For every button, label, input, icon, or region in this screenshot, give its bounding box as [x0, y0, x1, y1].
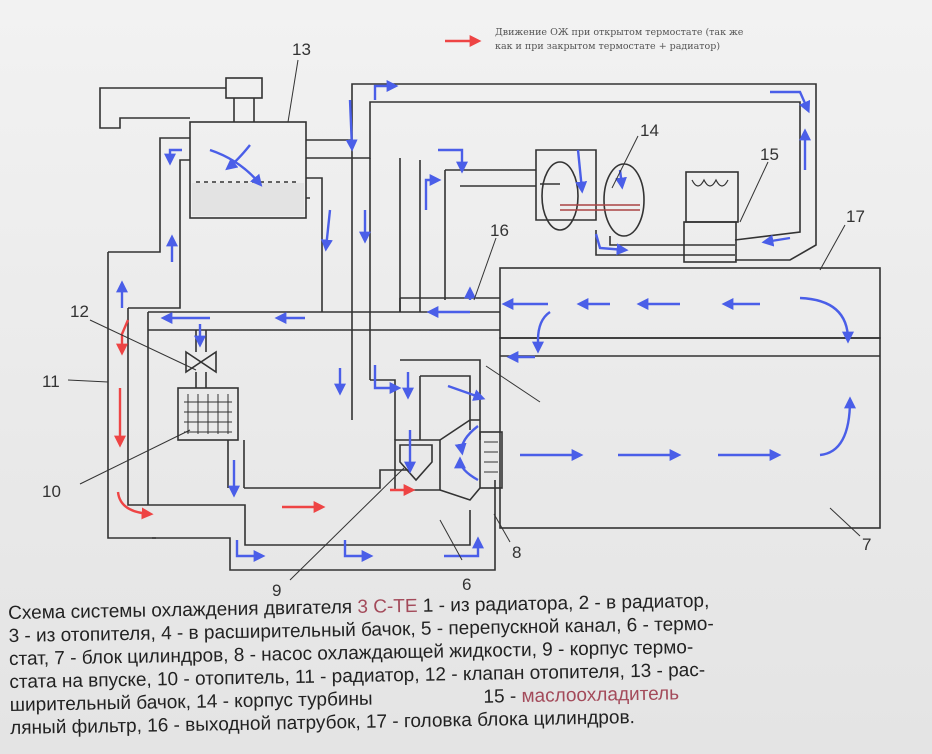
- hot-flow-arrow: [116, 491, 154, 520]
- flow-arrow: [819, 396, 856, 457]
- upper-line-pipe-outer: [306, 83, 817, 261]
- pump-inlet: [439, 419, 481, 501]
- label-9: 9: [272, 581, 281, 600]
- heater-valve: [185, 350, 217, 374]
- flow-arrow: [444, 536, 484, 558]
- legend-text-line-1: Движение ОЖ при открытом термостате (так…: [495, 27, 744, 38]
- legend: Движение ОЖ при открытом термостате (так…: [495, 26, 795, 54]
- flow-arrow: [532, 311, 551, 354]
- label-14: 14: [640, 121, 659, 140]
- flow-arrow: [373, 365, 402, 394]
- label-7: 7: [862, 535, 871, 554]
- flow-arrow: [164, 148, 182, 166]
- oil-cooler: [685, 171, 739, 223]
- bypass-pipe: [244, 469, 410, 489]
- legend-text-line-2: как и при закрытом термостате + радиатор…: [495, 41, 721, 52]
- label-12: 12: [70, 302, 89, 321]
- flow-arrow: [209, 148, 263, 187]
- coolant-pump: [479, 431, 503, 489]
- label-17: 17: [846, 207, 865, 226]
- lower-pipe-outer: [152, 480, 496, 571]
- flow-arrow: [447, 384, 486, 401]
- flow-arrow: [320, 209, 333, 252]
- radiator-pipe-outer: [107, 252, 156, 539]
- caption-highlight: маслоохладитель: [521, 683, 680, 708]
- turbo-turbine-wheel: [541, 161, 579, 231]
- flow-arrow: [770, 90, 811, 114]
- cylinder-block: [499, 337, 881, 529]
- label-16: 16: [490, 221, 509, 240]
- label-6: 6: [462, 575, 471, 594]
- leader-lines: [67, 59, 861, 581]
- flow-arrow: [235, 540, 266, 562]
- coolant-flow-arrows: [116, 80, 856, 562]
- thermostat-connectors: [370, 359, 481, 440]
- flow-arrow: [424, 174, 442, 210]
- label-10: 10: [42, 482, 61, 501]
- tank-return-pipe: [306, 177, 323, 312]
- flow-arrow: [373, 80, 399, 100]
- flow-arrow: [799, 296, 854, 344]
- pump-vanes: [484, 441, 498, 473]
- tank-coolant: [192, 183, 304, 216]
- label-15: 15: [760, 145, 779, 164]
- diagram-caption: Схема системы охлаждения двигателя 3 С-Т…: [8, 586, 930, 740]
- oil-cooler-base: [683, 221, 737, 263]
- turbo-coolant-pipes: [445, 169, 735, 256]
- flow-arrow: [575, 149, 588, 194]
- cooling-system-diagram: 13 14 15 17 16 12 11 10 7 8 6 9: [42, 35, 881, 600]
- flow-arrow: [454, 456, 479, 482]
- turbo-compressor-wheel: [603, 163, 645, 237]
- oil-cooler-coils: [691, 178, 729, 187]
- expansion-tank-cap: [225, 77, 263, 99]
- flow-arrow: [225, 144, 251, 171]
- tank-neck: [233, 98, 255, 122]
- outlet-pipe: [399, 297, 500, 312]
- upper-line-pipe-inner: [306, 101, 801, 241]
- radiator-pipe-inner: [127, 308, 152, 506]
- flow-arrow: [343, 540, 374, 562]
- label-8: 8: [512, 543, 521, 562]
- turbo-shaft: [560, 204, 640, 211]
- caption-text: 15 -: [372, 686, 522, 710]
- heater-outlet-pipes: [227, 440, 245, 488]
- flow-arrow: [615, 169, 627, 190]
- hot-flow-arrow: [116, 319, 130, 356]
- heater-core: [177, 387, 239, 441]
- radiator-flow-arrows: [114, 319, 416, 520]
- radiator-upper-pipe-inner: [128, 159, 190, 309]
- label-11: 11: [42, 372, 60, 391]
- flow-arrow: [438, 148, 468, 174]
- heater-core-grid: [184, 394, 232, 434]
- middle-vertical-pipes: [351, 140, 446, 420]
- flow-arrow: [345, 99, 358, 152]
- label-13: 13: [292, 40, 311, 59]
- flow-arrow: [594, 233, 629, 256]
- expansion-tank: [189, 121, 307, 219]
- flow-arrow: [454, 425, 479, 456]
- engine-code: 3 С-ТЕ: [357, 595, 418, 618]
- flow-arrow: [761, 234, 791, 247]
- thermostat-body: [399, 444, 433, 482]
- tank-overflow-pipe: [99, 87, 226, 129]
- radiator-upper-pipe: [108, 137, 190, 253]
- lower-pipe-inner: [152, 504, 471, 546]
